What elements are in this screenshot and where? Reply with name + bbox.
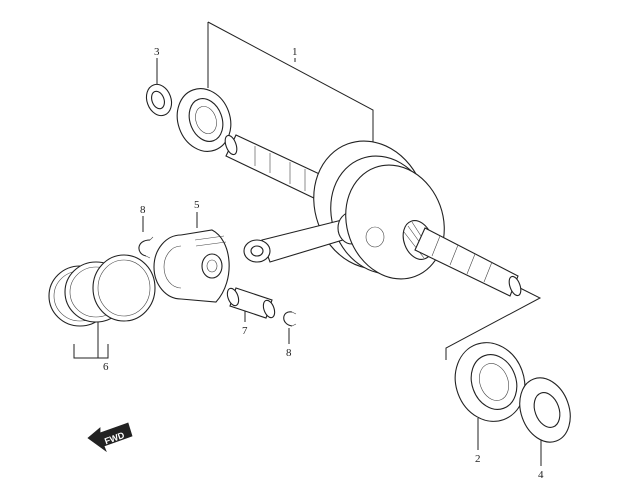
oil-seal-right [519,377,571,443]
crankshaft-assembly [224,134,522,297]
circlip-lower [283,311,297,327]
leader-lines [73,21,542,466]
bearing-right [454,342,526,422]
bearing-left [176,88,232,152]
circlip-upper [138,236,154,259]
callout-5: 5 [194,199,200,211]
callout-6: 6 [103,361,109,373]
piston-pin [226,287,276,319]
oil-seal-left [145,83,173,117]
callout-8-upper: 8 [140,204,146,216]
callout-8-lower: 8 [286,347,292,359]
callout-7: 7 [242,325,248,337]
piston [153,229,230,303]
piston-rings [48,254,156,327]
callout-1: 1 [292,46,298,58]
callout-4: 4 [538,469,544,481]
forward-arrow-icon: FWD [87,422,133,453]
callout-2: 2 [475,453,481,465]
callout-numbers: 1 3 5 8 7 8 6 2 4 [103,46,544,481]
callout-3: 3 [154,46,160,58]
